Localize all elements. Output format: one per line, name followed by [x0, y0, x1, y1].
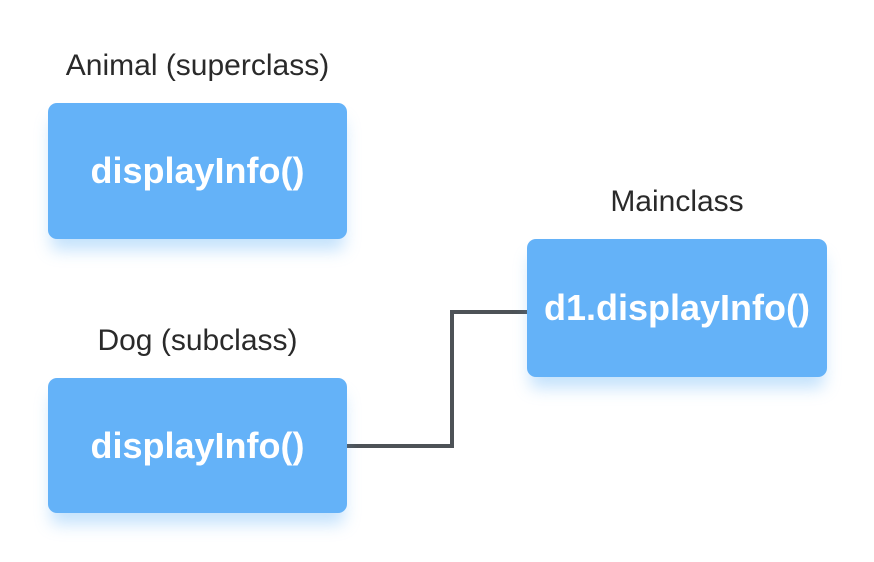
node-mainclass: Mainclass d1.displayInfo()	[527, 184, 827, 377]
node-dog-method: displayInfo()	[90, 424, 305, 466]
node-animal-box: displayInfo()	[48, 103, 347, 239]
node-animal: Animal (superclass) displayInfo()	[48, 48, 347, 239]
node-dog: Dog (subclass) displayInfo()	[48, 323, 347, 513]
node-animal-method: displayInfo()	[90, 150, 305, 191]
call-arrow-line	[336, 310, 530, 448]
node-mainclass-method: d1.displayInfo()	[543, 287, 810, 328]
node-mainclass-box: d1.displayInfo()	[527, 239, 827, 377]
node-mainclass-label: Mainclass	[610, 185, 744, 218]
node-animal-label: Animal (superclass)	[65, 49, 330, 82]
node-dog-box: displayInfo()	[48, 378, 347, 513]
node-dog-label: Dog (subclass)	[97, 324, 298, 357]
